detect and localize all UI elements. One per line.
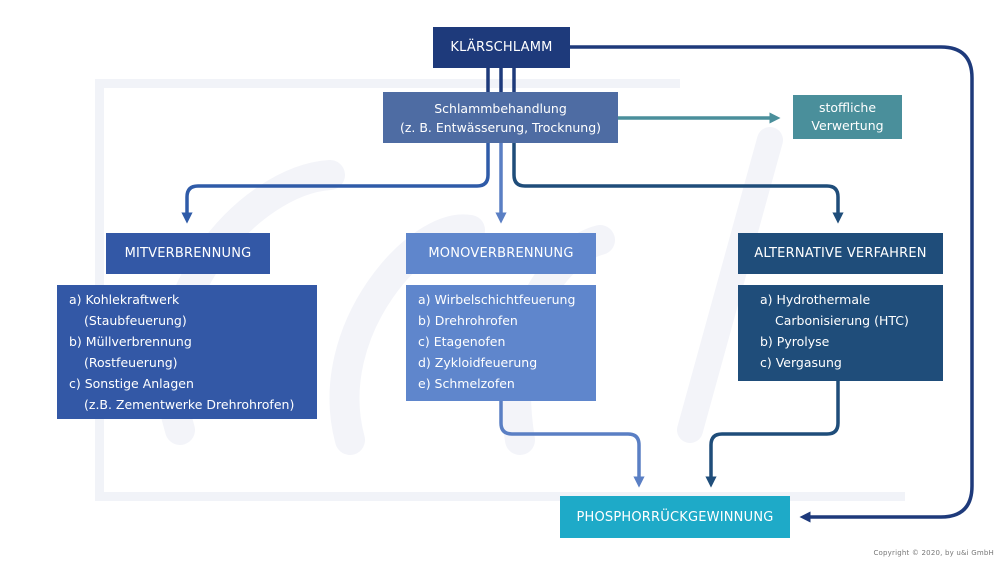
co-incineration-title: MITVERBRENNUNG [124, 246, 252, 261]
material-use-box: stoffliche Verwertung [793, 95, 902, 139]
list-item: c) Vergasung [760, 355, 842, 370]
alternative-list: a) Hydrothermale Carbonisierung (HTC) b)… [738, 285, 943, 381]
arrow-bypass-to-target [570, 45, 974, 523]
material-use-line1: stoffliche [818, 100, 877, 115]
arrow-to-co-incineration [181, 143, 490, 224]
arrow-alternative-to-target [705, 381, 840, 488]
source-box: KLÄRSCHLAMM [433, 27, 570, 68]
source-label: KLÄRSCHLAMM [450, 40, 553, 55]
arrow-mono-to-target [499, 401, 645, 488]
treatment-box: Schlammbehandlung (z. B. Entwässerung, T… [383, 92, 618, 143]
list-item-detail: (Rostfeuerung) [84, 355, 178, 370]
co-incineration-list: a) Kohlekraftwerk (Staubfeuerung) b) Mül… [57, 285, 317, 419]
list-item: b) Drehrohrofen [418, 313, 518, 328]
alternative-header: ALTERNATIVE VERFAHREN [738, 233, 943, 274]
treatment-line1: Schlammbehandlung [434, 100, 567, 116]
mono-incineration-title: MONOVERBRENNUNG [428, 246, 574, 261]
target-label: PHOSPHORRÜCKGEWINNUNG [576, 509, 774, 525]
list-item: a) Hydrothermale [760, 292, 871, 307]
list-item: e) Schmelzofen [418, 376, 515, 391]
list-item: d) Zykloidfeuerung [418, 355, 538, 370]
co-incineration-header: MITVERBRENNUNG [106, 233, 270, 274]
list-item-detail: (z.B. Zementwerke Drehrohrofen) [84, 397, 295, 412]
list-item-detail: Carbonisierung (HTC) [775, 313, 909, 328]
treatment-line2: (z. B. Entwässerung, Trocknung) [399, 119, 602, 135]
list-item: b) Pyrolyse [760, 334, 830, 349]
copyright-text: Copyright © 2020, by u&i GmbH [873, 549, 994, 557]
list-item-detail: (Staubfeuerung) [84, 313, 187, 328]
list-item: b) Müllverbrennung [69, 334, 192, 349]
mono-incineration-list: a) Wirbelschichtfeuerung b) Drehrohrofen… [406, 285, 596, 401]
list-item: c) Etagenofen [418, 334, 506, 349]
mono-incineration-header: MONOVERBRENNUNG [406, 233, 596, 274]
list-item: a) Wirbelschichtfeuerung [418, 292, 576, 307]
target-box: PHOSPHORRÜCKGEWINNUNG [560, 496, 790, 538]
alternative-title: ALTERNATIVE VERFAHREN [754, 246, 927, 261]
material-use-line2: Verwertung [811, 118, 884, 133]
list-item: a) Kohlekraftwerk [69, 292, 180, 307]
list-item: c) Sonstige Anlagen [69, 376, 194, 391]
arrow-to-alternative [512, 143, 844, 224]
